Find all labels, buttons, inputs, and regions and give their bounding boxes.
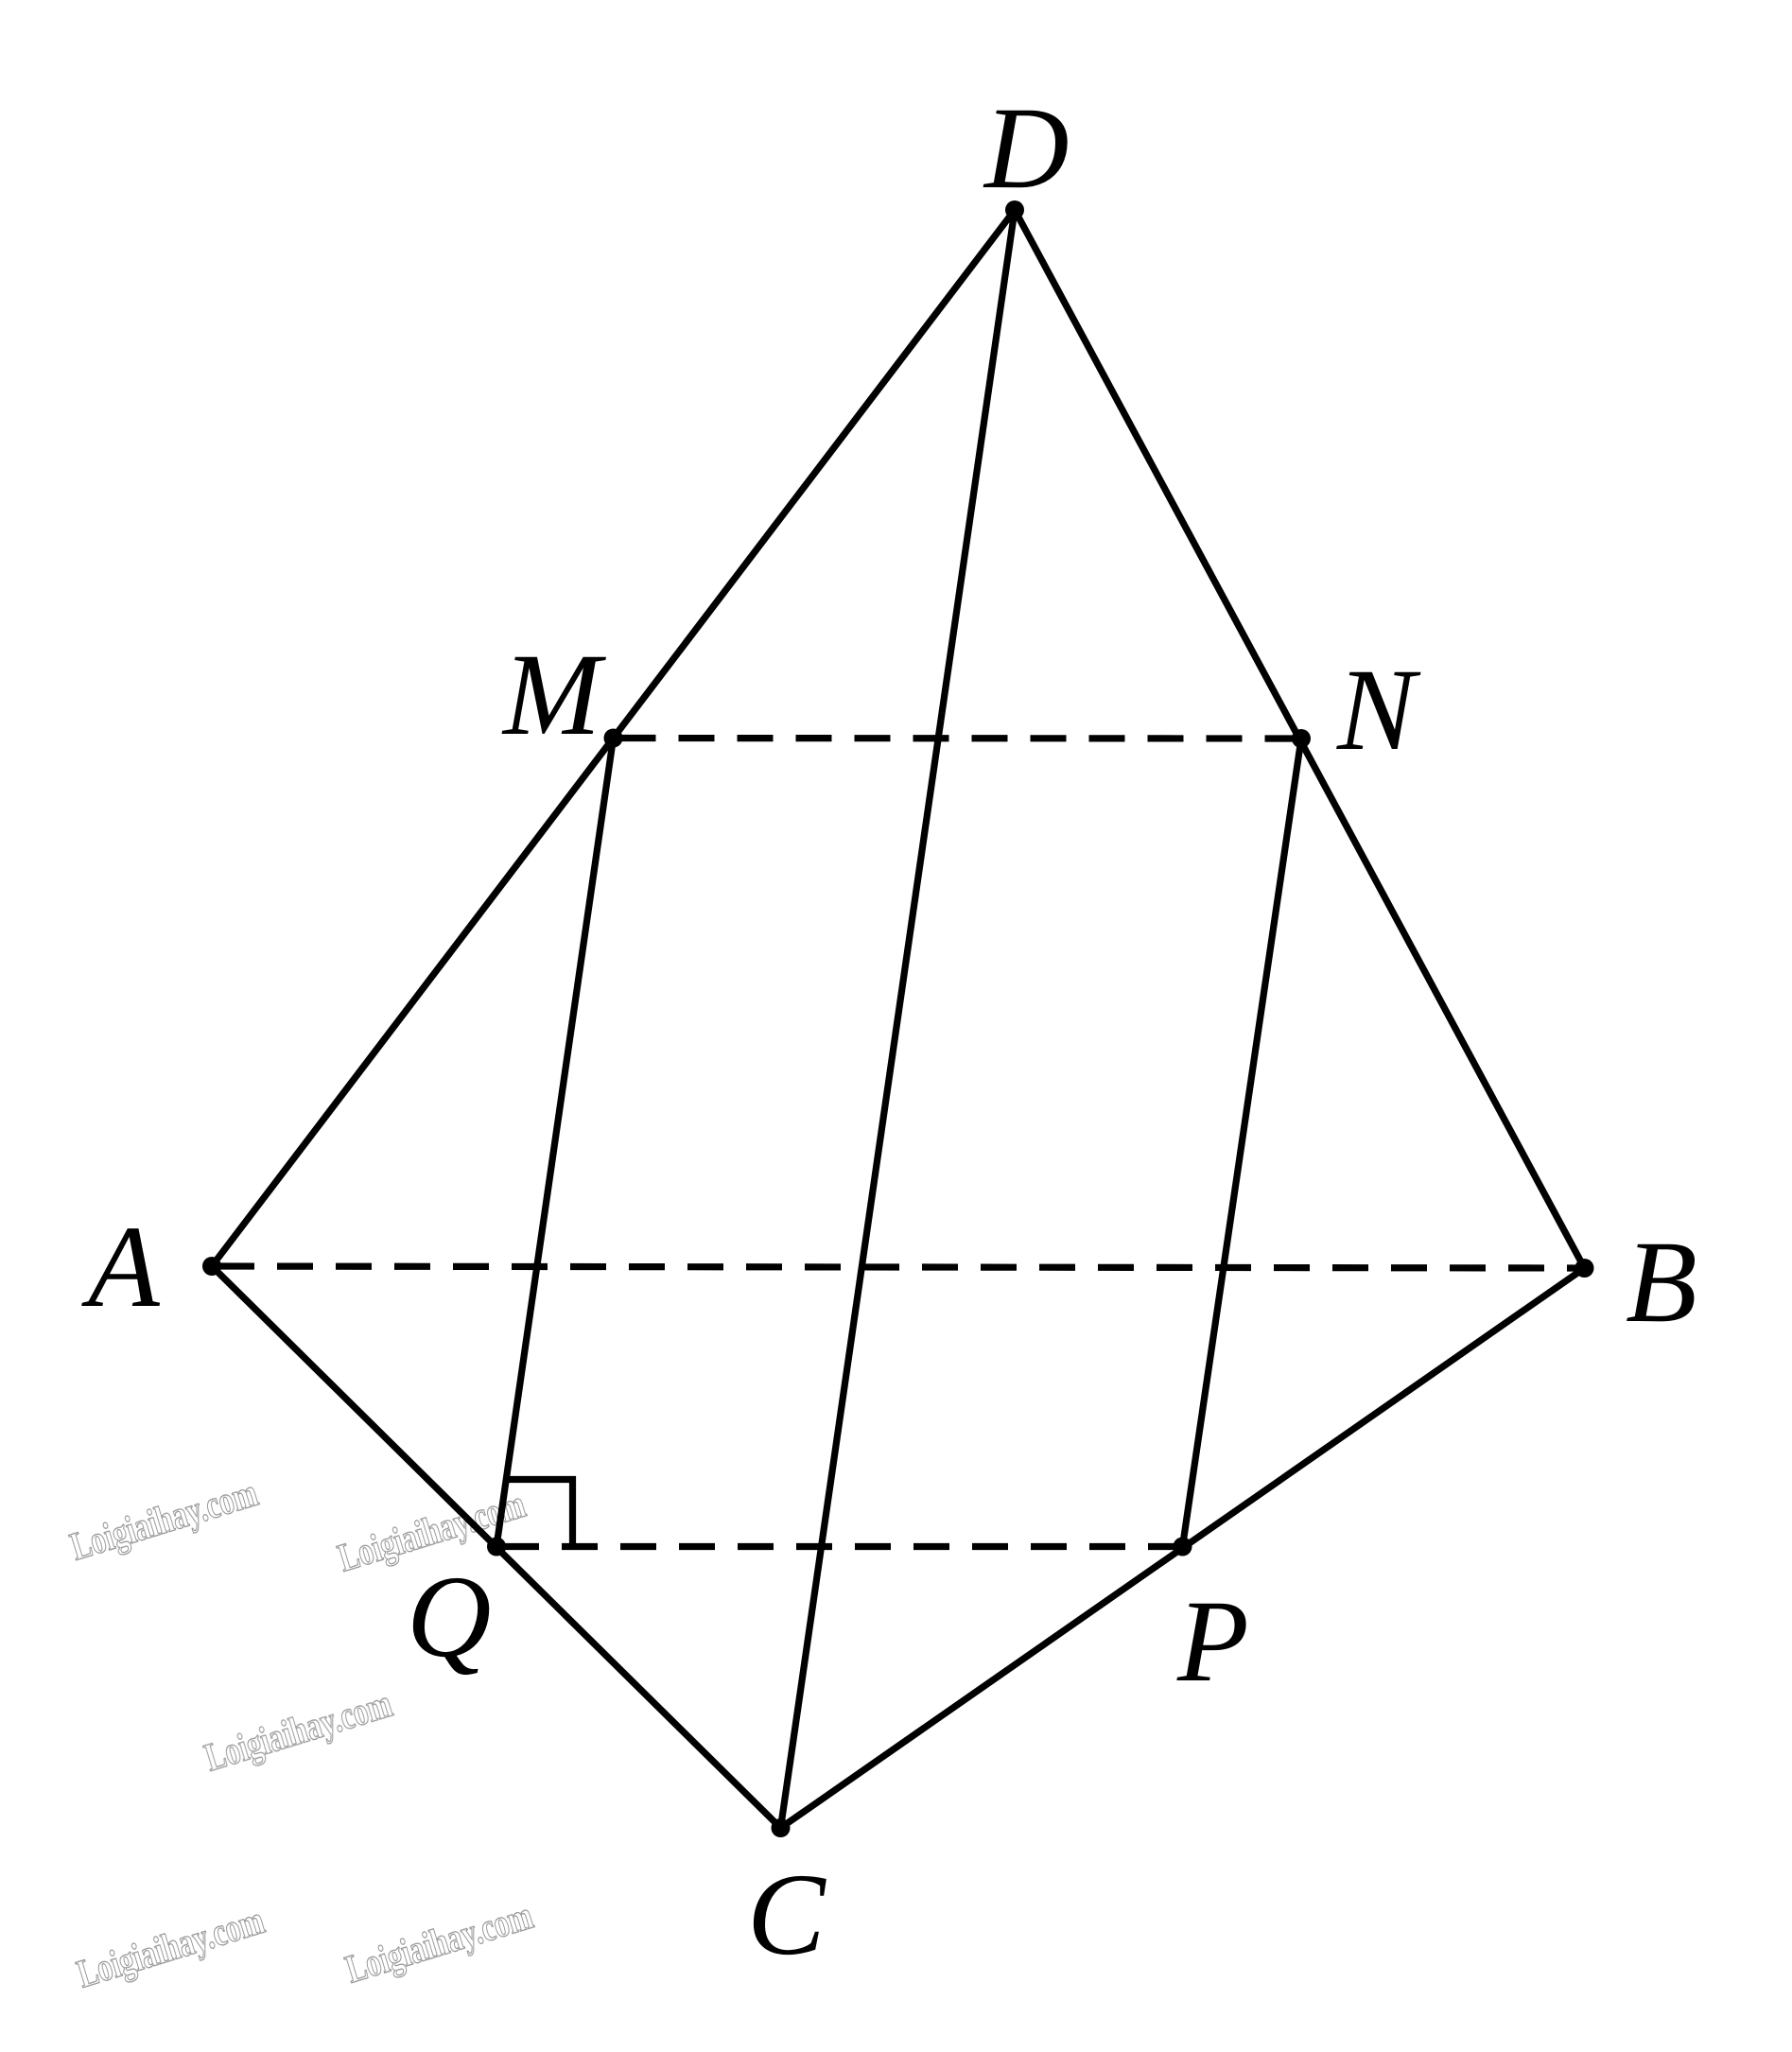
svg-text:Loigiaihay.com: Loigiaihay.com — [72, 1899, 270, 1997]
svg-text:P: P — [1176, 1576, 1249, 1706]
svg-text:Q: Q — [407, 1552, 492, 1681]
svg-text:Loigiaihay.com: Loigiaihay.com — [200, 1682, 397, 1781]
svg-text:Loigiaihay.com: Loigiaihay.com — [65, 1471, 263, 1570]
svg-text:N: N — [1336, 645, 1421, 774]
svg-text:B: B — [1626, 1217, 1697, 1347]
svg-text:A: A — [81, 1202, 161, 1331]
svg-text:M: M — [501, 630, 606, 759]
svg-text:Loigiaihay.com: Loigiaihay.com — [340, 1894, 538, 1992]
svg-text:C: C — [747, 1850, 826, 1979]
svg-text:D: D — [983, 83, 1070, 213]
